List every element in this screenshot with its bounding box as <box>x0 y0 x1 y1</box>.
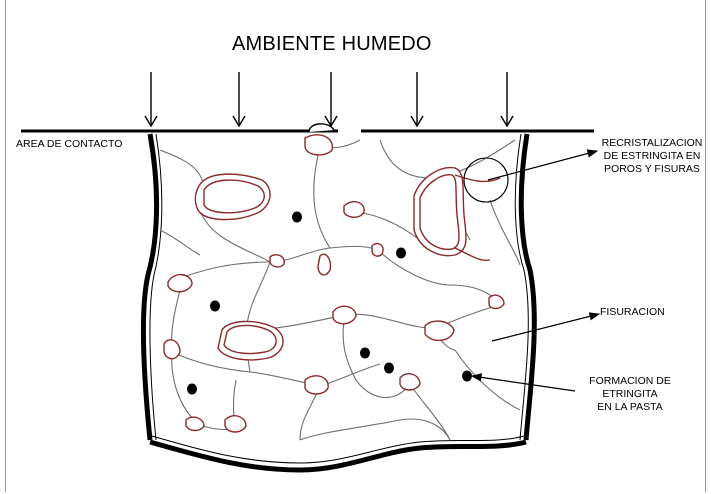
ettringite-dot <box>384 363 394 374</box>
recrystallization-label-line: POROS Y FISURAS <box>596 163 708 176</box>
ettringite-nodule <box>305 135 332 155</box>
ettringite-nodule <box>305 376 328 394</box>
cracking-arrow <box>492 314 599 341</box>
recrystallization-label-line: DE ESTRINGITA EN <box>596 150 708 163</box>
ettringite-dot <box>462 371 472 382</box>
ettringite-dot <box>360 348 370 359</box>
ettringite-nodule <box>344 202 364 218</box>
specimen-left-edge <box>144 134 157 440</box>
ettringite-formation-label-line: EN LA PASTA <box>578 401 682 414</box>
crack-line <box>314 145 330 248</box>
ettringite-ring-deposit-inner <box>224 325 276 353</box>
ettringite-formation-arrow <box>472 376 575 391</box>
ettringite-deposits <box>164 135 504 432</box>
ettringite-nodule <box>400 374 420 390</box>
ettringite-nodule <box>168 275 192 292</box>
ettringite-nodule <box>425 321 454 340</box>
specimen-right-edge <box>521 134 534 440</box>
crack-line <box>160 230 200 255</box>
ettringite-nodule <box>318 254 330 275</box>
crack-line <box>380 140 440 178</box>
ettringite-dot <box>396 248 406 259</box>
moisture-arrows <box>145 72 513 126</box>
contact-area-label: AREA DE CONTACTO <box>16 138 122 151</box>
ettringite-formation-label-line: FORMACION DE <box>578 375 682 388</box>
crack-line <box>356 212 420 240</box>
ettringite-ring-deposit-inner <box>204 180 264 213</box>
recrystallization-arrow <box>488 151 597 180</box>
ettringite-dot <box>187 384 197 395</box>
recrystallization-label-line: RECRISTALIZACION <box>596 137 708 150</box>
ettringite-nodule <box>270 255 284 267</box>
ettringite-formation-label-line: ETRINGITA <box>578 388 682 401</box>
ettringite-dot <box>210 301 220 312</box>
ettringite-nodule <box>333 306 356 324</box>
crack-line <box>345 314 436 328</box>
crack-line <box>300 419 450 440</box>
ettringite-nodule <box>225 416 246 432</box>
ettringite-formation-label: FORMACION DE ETRINGITA EN LA PASTA <box>578 375 682 414</box>
ettringite-nodule <box>372 244 383 257</box>
ettringite-nodule <box>164 340 180 359</box>
ettringite-dot <box>292 212 302 223</box>
crack-line <box>246 262 270 330</box>
recrystallization-label: RECRISTALIZACION DE ESTRINGITA EN POROS … <box>596 137 708 176</box>
ettringite-nodule <box>186 417 204 430</box>
specimen-bottom-edge <box>150 442 526 470</box>
cracking-label: FISURACION <box>600 306 665 319</box>
ettringite-nodule <box>489 295 504 308</box>
ettringite-crack-fill <box>455 248 490 260</box>
